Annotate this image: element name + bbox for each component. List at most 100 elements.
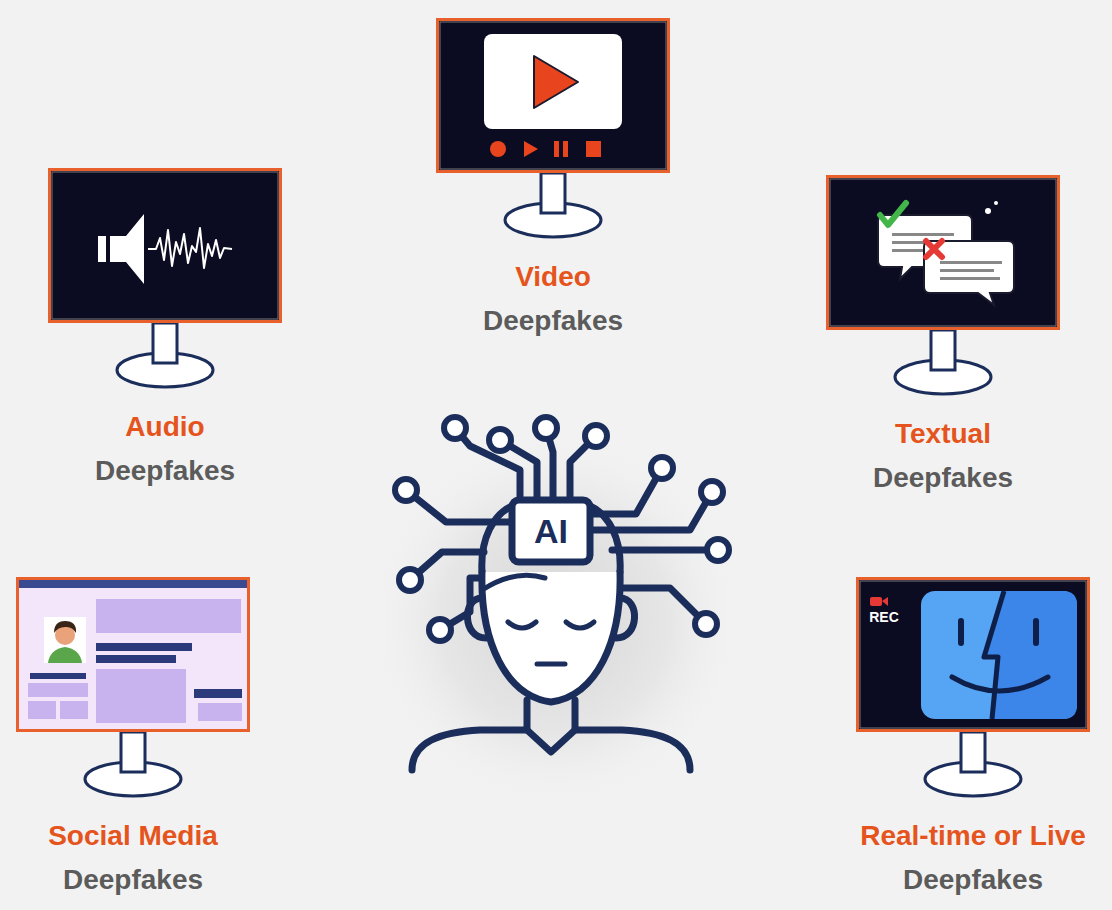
icon-shape — [490, 141, 506, 157]
icon-shape — [961, 621, 1036, 643]
monitor-screen — [858, 579, 1089, 731]
circuit-node — [701, 481, 723, 503]
category-subtitle: Deepfakes — [95, 454, 235, 488]
monitor-node: Real-time or LiveDeepfakes — [856, 577, 1090, 901]
screen-bezel — [440, 22, 666, 169]
screen-bezel — [20, 581, 246, 728]
monitor-neck — [153, 323, 177, 363]
category-subtitle: Deepfakes — [483, 304, 623, 338]
monitor-illustration — [16, 577, 250, 807]
icon-shape — [926, 241, 942, 257]
icon-shape — [985, 208, 991, 214]
category-title: Audio — [125, 410, 204, 444]
monitor-neck — [931, 330, 955, 370]
icon-shape — [952, 677, 1048, 691]
icon-shape — [880, 203, 906, 225]
monitor-illustration — [826, 175, 1060, 405]
eye-left — [508, 622, 536, 628]
icon-shape — [984, 591, 1077, 719]
circuit-line — [455, 428, 520, 500]
icon-shape — [892, 233, 954, 236]
mouth — [537, 662, 565, 667]
ai-chip-box — [512, 500, 590, 562]
icon-shape — [534, 56, 578, 108]
monitor-screen — [828, 177, 1059, 329]
icon-shape — [96, 655, 176, 663]
monitor-screen — [438, 20, 669, 172]
left-ear — [467, 598, 486, 638]
icon-shape — [524, 141, 538, 157]
circuit-node — [707, 539, 729, 561]
icon-shape — [924, 241, 1014, 305]
skull-left — [482, 506, 512, 572]
monitor-neck — [121, 732, 145, 772]
monitor-illustration — [436, 18, 670, 248]
face-outline — [482, 572, 620, 702]
skull-right — [590, 506, 620, 572]
screen-icon — [870, 591, 1077, 719]
icon-shape — [194, 689, 242, 698]
icon-shape — [994, 201, 998, 205]
icon-shape — [870, 597, 882, 606]
icon-shape — [28, 683, 88, 697]
icon-shape — [30, 673, 86, 679]
icon-shape — [484, 34, 622, 129]
icon-shape — [44, 617, 86, 663]
monitor-node: AudioDeepfakes — [48, 168, 282, 492]
icon-shape — [984, 591, 1004, 719]
circuit-line — [612, 547, 718, 554]
icon-shape — [54, 621, 76, 633]
icon-shape — [28, 701, 56, 719]
category-title: Social Media — [48, 819, 218, 853]
monitor-node: Social MediaDeepfakes — [16, 577, 250, 901]
circuit-node — [695, 613, 717, 635]
icon-shape — [882, 597, 888, 606]
icon-shape — [940, 277, 1000, 280]
monitor-neck — [961, 732, 985, 772]
monitor-illustration — [48, 168, 282, 398]
icon-shape — [148, 228, 232, 268]
icon-shape — [921, 591, 1077, 719]
monitor-screen — [50, 170, 281, 322]
monitor-node: TextualDeepfakes — [826, 175, 1060, 499]
icon-shape — [48, 647, 82, 663]
category-title: Video — [515, 260, 591, 294]
icon-shape — [586, 141, 601, 157]
circuit-node — [429, 619, 451, 641]
neck — [527, 700, 575, 730]
icon-shape — [96, 669, 186, 723]
eye-right — [566, 622, 594, 628]
monitor-node: VideoDeepfakes — [436, 18, 670, 342]
screen-bezel — [830, 179, 1056, 326]
screen-icon — [484, 34, 622, 157]
circuit-node — [535, 417, 557, 439]
icon-shape — [96, 643, 192, 651]
screen-icon — [19, 580, 247, 729]
circuit-node — [444, 417, 466, 439]
icon-shape — [563, 141, 568, 157]
ai-chip-text: AI — [534, 512, 568, 551]
icon-shape — [554, 141, 559, 157]
screen-bezel — [860, 581, 1086, 728]
icon-shape — [98, 236, 106, 262]
monitor-screen — [18, 579, 249, 731]
right-ear — [616, 598, 635, 638]
head-outline — [412, 500, 690, 770]
circuit-node — [651, 457, 673, 479]
icon-shape — [96, 599, 241, 633]
icon-shape — [940, 261, 1002, 264]
icon-shape — [60, 701, 88, 719]
screen-icon — [878, 201, 1014, 305]
category-subtitle: Deepfakes — [873, 461, 1013, 495]
screen-icon — [98, 214, 232, 284]
icon-shape — [198, 703, 242, 721]
category-subtitle: Deepfakes — [63, 863, 203, 897]
monitor-neck — [541, 173, 565, 213]
circuit-node — [489, 429, 511, 451]
icon-shape — [19, 580, 247, 729]
rec-indicator: REC — [869, 609, 899, 625]
icon-shape — [940, 269, 994, 272]
hair-line — [482, 575, 545, 590]
circuit-node — [395, 479, 417, 501]
shoulders — [412, 730, 690, 770]
